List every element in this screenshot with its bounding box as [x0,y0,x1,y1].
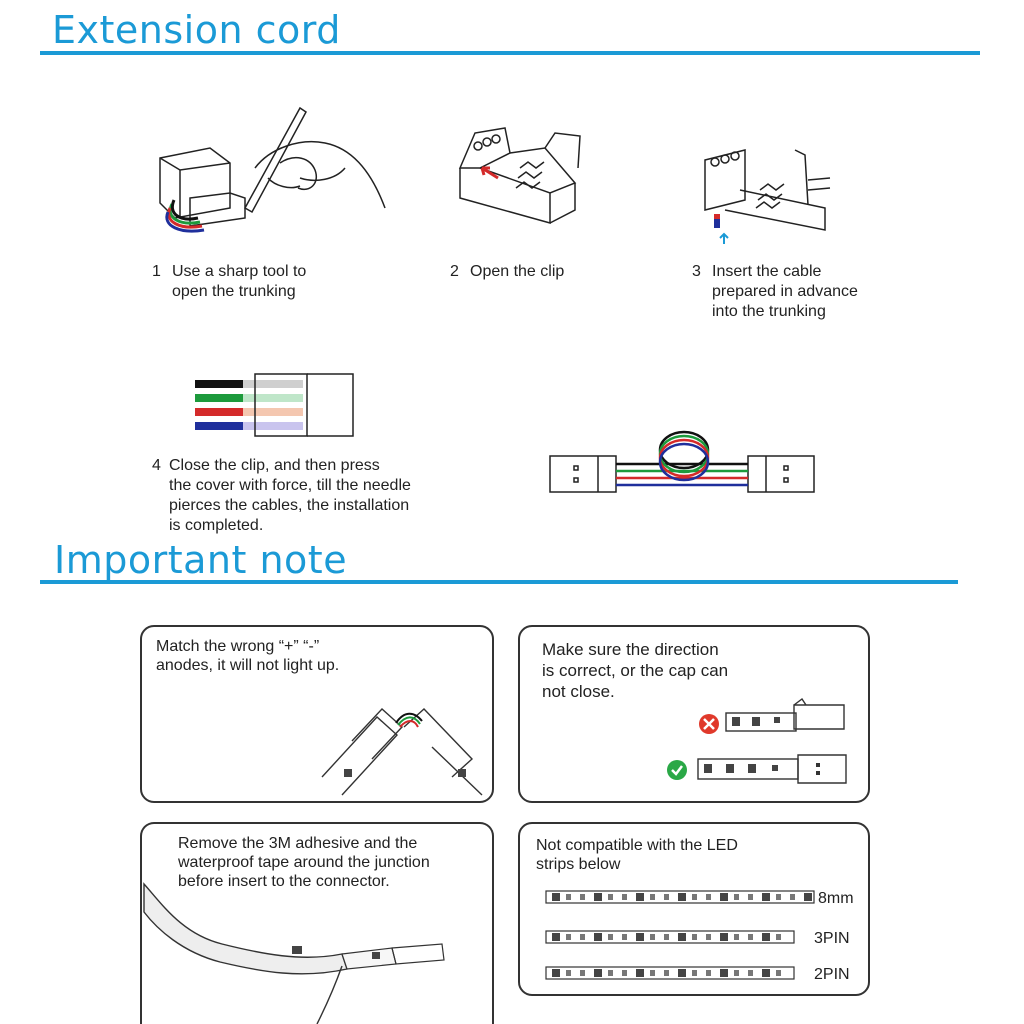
step-line: Insert the cable [712,263,822,280]
step2-illustration [458,127,581,224]
polarity-illustration [321,708,483,796]
step1-illustration [159,106,386,233]
strip-marks [545,930,795,944]
step-line: Open the clip [470,263,565,280]
wrong-icon [699,714,719,734]
strip-label-2pin: 2PIN [814,966,850,983]
step-number: 4 [152,457,161,474]
correct-orientation-illustration [697,754,847,784]
strip-marks [545,966,795,980]
note-line: Not compatible with the LED [536,837,738,854]
step-line: prepared in advance [712,283,858,300]
correct-icon [667,760,687,780]
step-line: Use a sharp tool to [172,263,307,280]
section-rule [40,51,980,55]
note-line: anodes, it will not light up. [156,657,340,674]
note-line: before insert to the connector. [178,873,390,890]
step4-illustration [195,373,354,437]
section-title-extension-cord: Extension cord [52,8,341,52]
step3-illustration [704,149,831,244]
step-1-caption: 1 Use a sharp tool to open the trunking [152,262,306,302]
step-4-caption: 4 Close the clip, and then press the cove… [152,456,411,536]
section-rule [40,580,958,584]
note-line: not close. [542,682,615,701]
led-strip-2pin [545,966,795,980]
step-number: 1 [152,263,161,280]
step-2-caption: 2 Open the clip [450,262,564,282]
step-line: Close the clip, and then press [169,457,380,474]
step-line: the cover with force, till the needle [169,477,411,494]
note-line: Remove the 3M adhesive and the [178,835,418,852]
strip-row-8mm [545,888,826,911]
wrong-orientation-illustration [725,697,845,732]
note-line: waterproof tape around the junction [178,854,430,871]
step-3-caption: 3 Insert the cable prepared in advance in… [692,262,858,322]
note-text: Remove the 3M adhesive and the waterproo… [178,834,430,891]
note-card-compat: Not compatible with the LED strips below… [518,822,870,996]
step-number: 3 [692,263,701,280]
step-number: 2 [450,263,459,280]
note-line: strips below [536,856,621,873]
note-card-direction: Make sure the direction is correct, or t… [518,625,870,803]
step-line: into the trunking [712,303,826,320]
adhesive-illustration [143,882,445,1024]
note-text: Not compatible with the LED strips below [536,836,738,874]
note-card-adhesive: Remove the 3M adhesive and the waterproo… [140,822,494,1024]
note-line: Make sure the direction [542,640,719,659]
note-text: Match the wrong “+” “-” anodes, it will … [156,637,339,675]
extension-cord-illustration [549,430,815,493]
step-line: is completed. [169,517,264,534]
strip-row-2pin [545,964,806,987]
step-line: open the trunking [172,283,296,300]
strip-marks [545,890,815,904]
note-line: Match the wrong “+” “-” [156,638,320,655]
note-text: Make sure the direction is correct, or t… [542,639,728,702]
led-strip-3pin [545,930,795,944]
strip-label-3pin: 3PIN [814,930,850,947]
strip-label-8mm: 8mm [818,890,854,907]
led-strip-8mm [545,890,815,904]
section-title-important-note: Important note [54,538,348,582]
step-line: pierces the cables, the installation [169,497,410,514]
note-line: is correct, or the cap can [542,661,729,680]
strip-row-3pin [545,928,806,951]
note-card-polarity: Match the wrong “+” “-” anodes, it will … [140,625,494,803]
